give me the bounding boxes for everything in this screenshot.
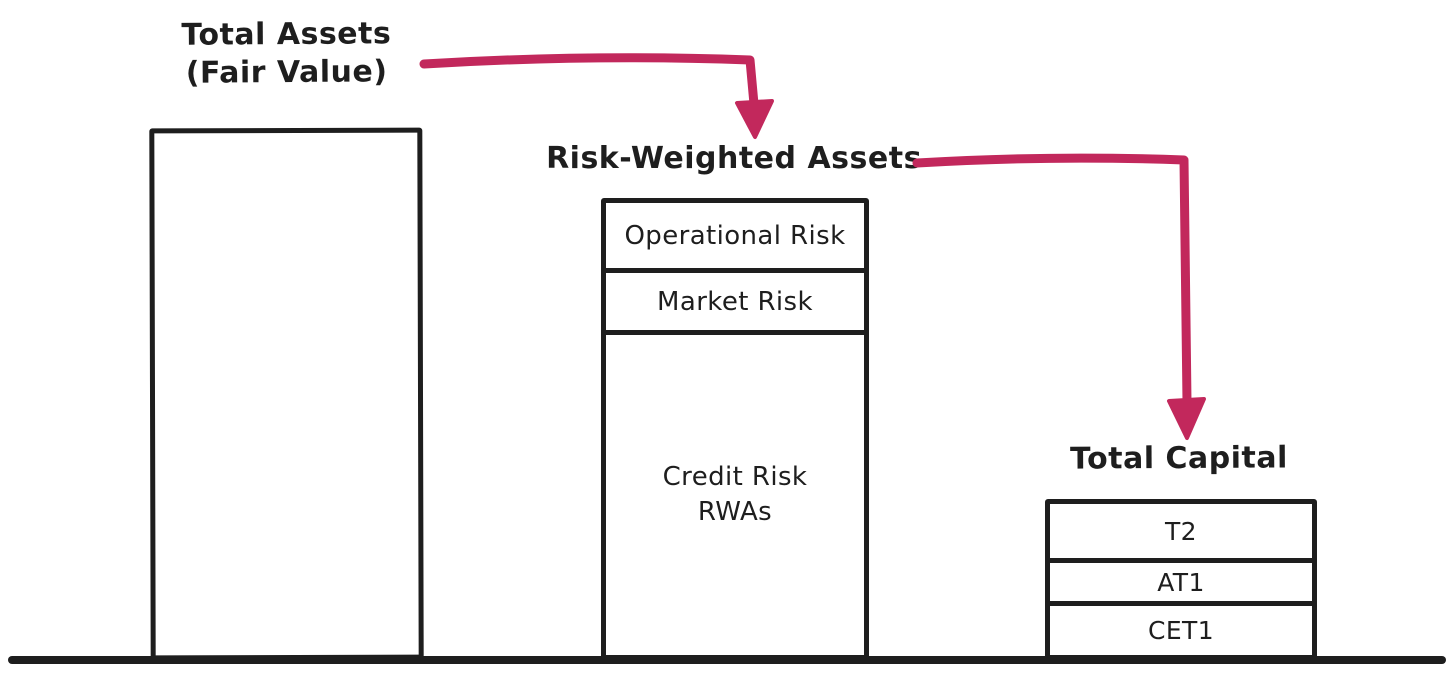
segment-cet1-label: CET1 (1147, 616, 1215, 645)
baseline (8, 656, 1446, 664)
segment-cet1: CET1 (1050, 606, 1312, 655)
segment-credit-risk-rwas: Credit Risk RWAs (606, 335, 864, 655)
total-assets-bar (149, 127, 424, 661)
risk-weighted-assets-label: Risk-Weighted Assets (546, 141, 922, 176)
segment-operational-risk: Operational Risk (606, 203, 864, 273)
segment-operational-risk-label: Operational Risk (624, 220, 846, 251)
risk-weighted-assets-bar: Operational Risk Market Risk Credit Risk… (601, 198, 869, 660)
segment-market-risk: Market Risk (606, 273, 864, 335)
total-assets-label-line1: Total Assets (181, 16, 392, 53)
segment-t2-label: T2 (1165, 516, 1197, 546)
arrow-rwa-to-total-capital (912, 153, 1206, 440)
total-capital-label: Total Capital (1070, 440, 1288, 477)
segment-at1: AT1 (1050, 563, 1312, 606)
segment-at1-label: AT1 (1157, 567, 1205, 597)
segment-t2: T2 (1050, 504, 1312, 563)
total-assets-label: Total Assets (Fair Value) (150, 15, 424, 92)
total-assets-label-line2: (Fair Value) (185, 53, 388, 91)
segment-credit-risk-rwas-label: Credit Risk RWAs (662, 461, 808, 527)
segment-market-risk-label: Market Risk (657, 286, 813, 317)
total-capital-bar: T2 AT1 CET1 (1045, 499, 1317, 660)
arrow-total-assets-to-rwa (419, 53, 774, 139)
